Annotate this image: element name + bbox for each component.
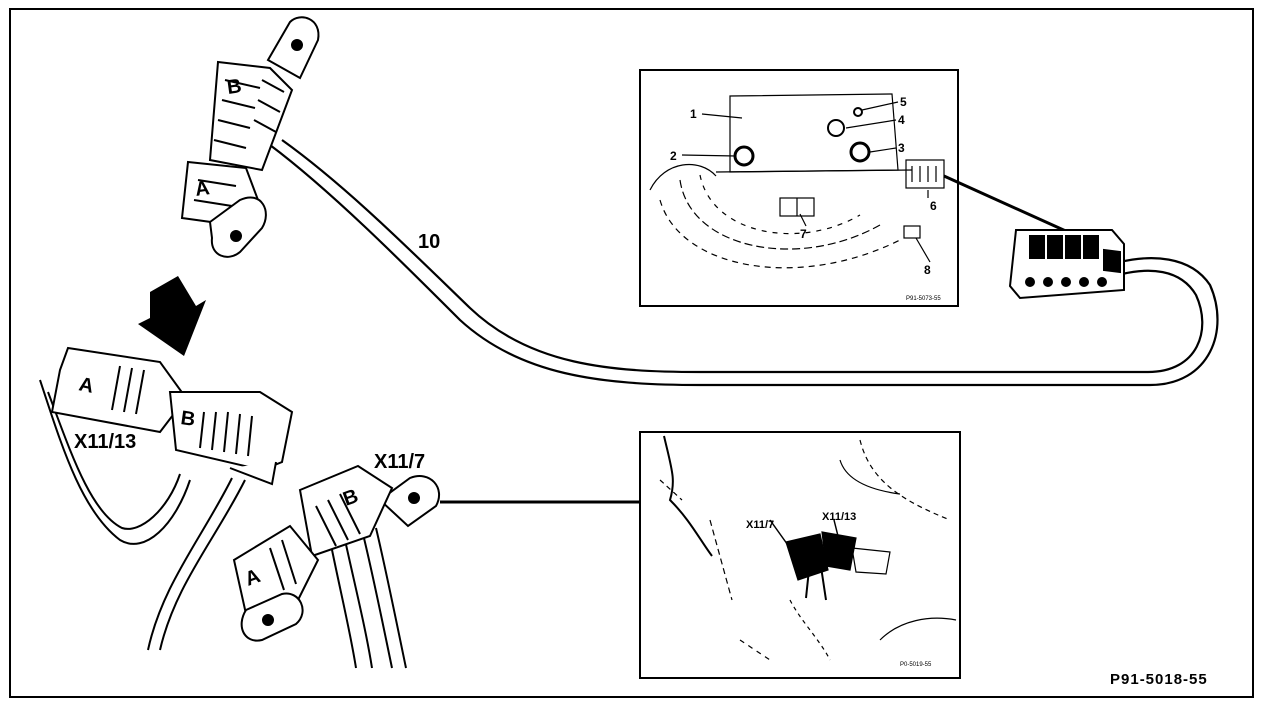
connector-left-b-label: B [179, 407, 196, 431]
connector-bottom-b-label: B [340, 485, 361, 511]
inset-top-callout-5: 5 [900, 95, 907, 109]
inset-top-code: P91-5073-55 [906, 296, 941, 302]
inset-top-callout-8: 8 [924, 263, 931, 277]
inset-bottom: X11/7 X11/13 P0-5019-55 [639, 431, 961, 679]
inset-bottom-x11-7-label: X11/7 [746, 519, 774, 531]
cable-number-label: 10 [418, 231, 440, 253]
connector-top-b-label: B [226, 75, 243, 99]
cable-10 [269, 139, 1219, 387]
inset-top-callout-2: 2 [670, 149, 677, 163]
connector-top-assembly [180, 16, 320, 258]
figure-border [9, 8, 1254, 698]
inset-bottom-x11-13-label: X11/13 [822, 511, 856, 523]
connector-x11-7-label: X11/7 [374, 451, 425, 473]
inset-top: 1 2 3 4 5 6 7 8 P91-5073-55 [639, 69, 959, 307]
down-arrow-icon [138, 276, 206, 356]
fuse-box [1008, 229, 1125, 300]
connector-top-a-label: A [194, 177, 211, 201]
inset-bottom-code: P0-5019-55 [900, 662, 932, 668]
connector-left-a-label: A [77, 373, 96, 398]
leader-line-top [943, 174, 1069, 234]
connector-x11-13-assembly [39, 346, 294, 651]
figure-code: P91-5018-55 [1110, 671, 1208, 688]
inset-top-callout-1: 1 [690, 107, 697, 121]
connector-x11-13-label: X11/13 [74, 431, 136, 453]
inset-top-callout-4: 4 [898, 113, 905, 127]
inset-top-callout-3: 3 [898, 141, 905, 155]
connector-x11-7-assembly [232, 464, 441, 669]
connector-bottom-a-label: A [242, 565, 263, 591]
inset-top-callout-6: 6 [930, 199, 937, 213]
inset-top-callout-7: 7 [800, 227, 807, 241]
